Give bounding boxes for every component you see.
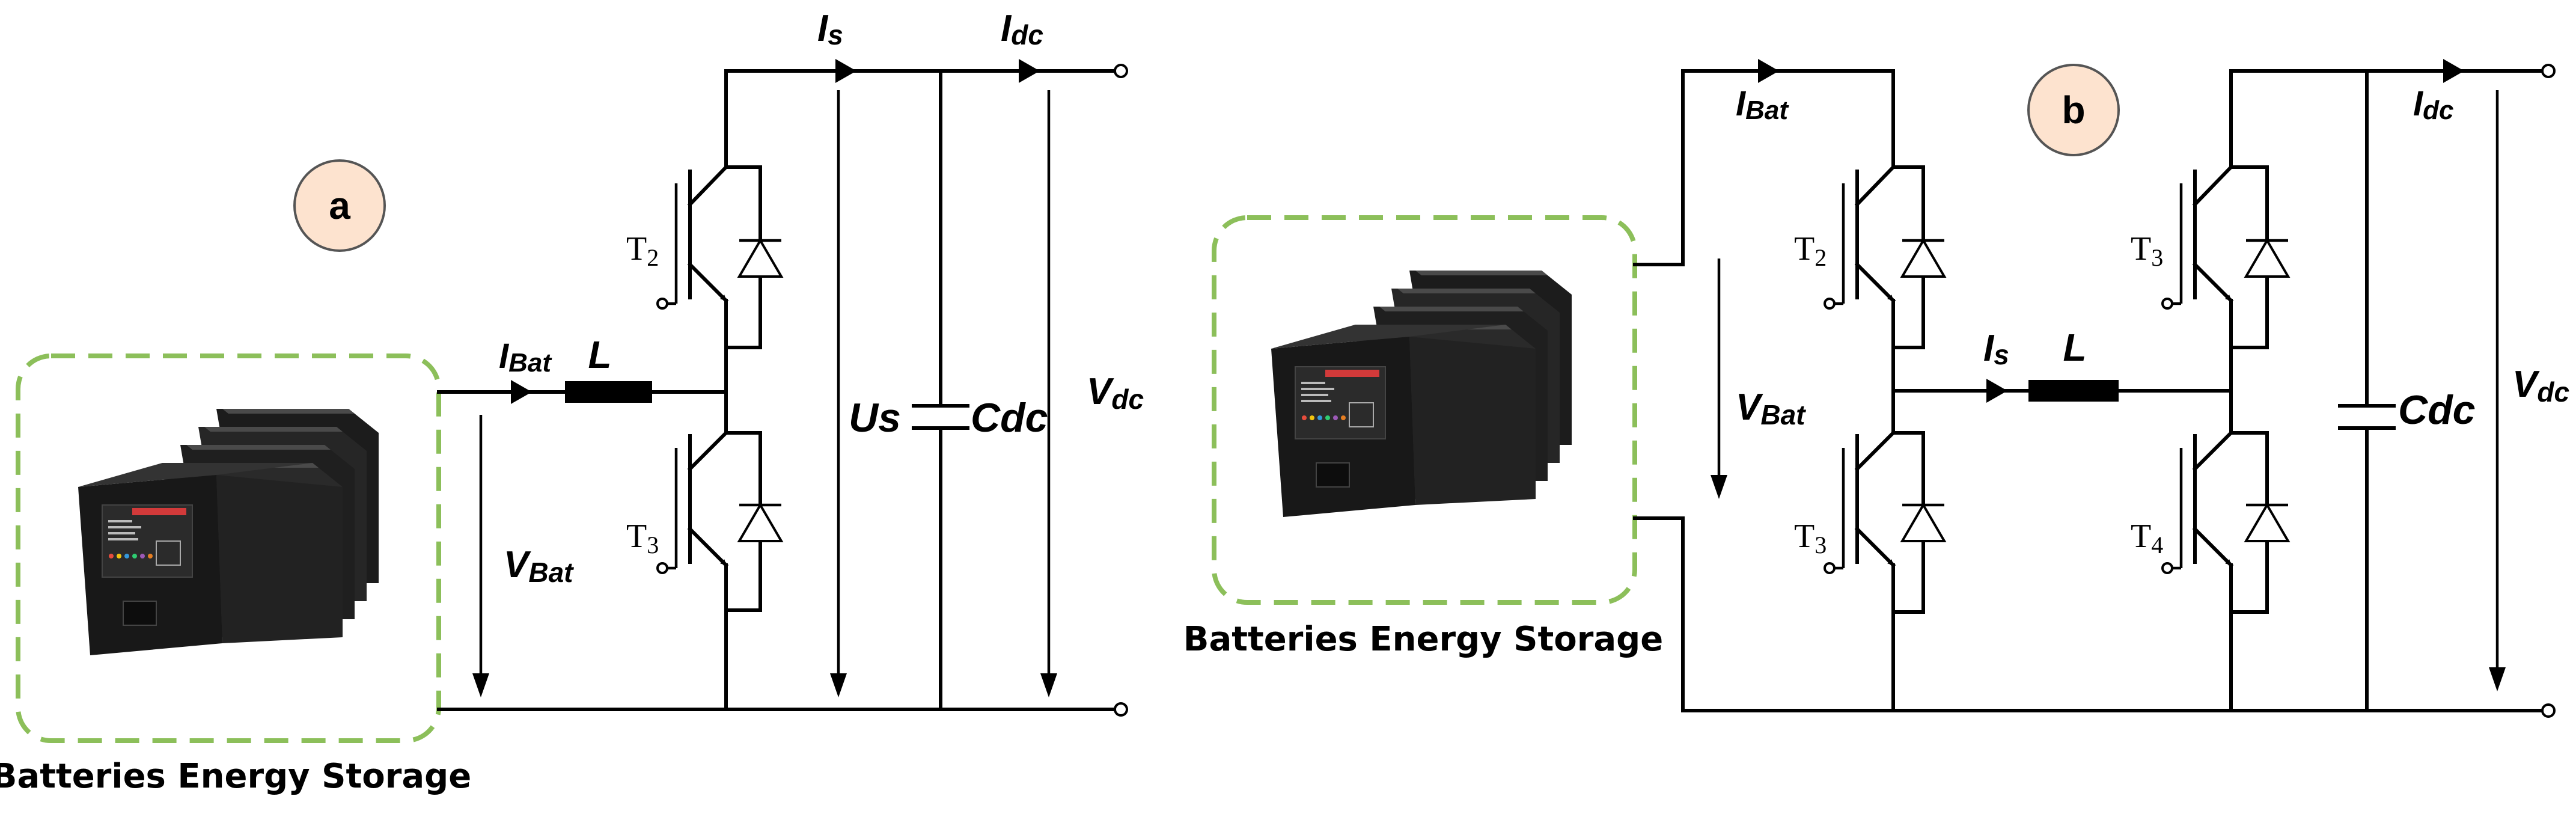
panel-a-diode-upper-icon xyxy=(737,238,784,289)
panel-b-ibat-label: IBat xyxy=(1736,84,1789,125)
panel-a-idc-label: Idc xyxy=(1001,8,1043,50)
panel-a-arrows xyxy=(472,59,1057,697)
panel-a-vbat-label: VBat xyxy=(504,544,574,588)
panel-b-caption: Batteries Energy Storage xyxy=(1183,620,1663,659)
panel-b-badge: b xyxy=(2027,64,2120,156)
panel-a-diode-lower-icon xyxy=(737,503,784,542)
panel-b-diode-left-lower-icon xyxy=(1900,503,1947,542)
panel-b: b Batteries Energy Storage xyxy=(1183,59,2569,718)
panel-b-inductor-icon xyxy=(2028,380,2119,402)
panel-b-igbt-left-upper-icon xyxy=(1824,164,1925,349)
panel-a-badge-label: a xyxy=(329,184,350,227)
panel-a-igbt-upper-icon xyxy=(656,164,762,349)
panel-b-arrows xyxy=(1711,59,2506,691)
panel-b-inductor-label: L xyxy=(2063,326,2086,369)
panel-a-ibat-label: IBat xyxy=(499,337,552,378)
panel-a-cdc-label: Cdc xyxy=(971,395,1048,441)
panel-a-t-lower-label: T3 xyxy=(626,518,659,558)
panel-b-bottom-terminal-icon xyxy=(2541,703,2556,718)
panel-a-bottom-terminal-icon xyxy=(1114,702,1128,717)
panel-a-inductor-icon xyxy=(565,381,652,403)
panel-a-badge: a xyxy=(293,159,386,252)
panel-b-igbt-left-lower-icon xyxy=(1824,430,1925,614)
panel-b-diode-left-upper-icon xyxy=(1900,238,1947,278)
panel-b-t-left-lower-label: T3 xyxy=(1794,518,1827,558)
panel-b-top-terminal-icon xyxy=(2541,64,2556,78)
panel-b-cdc-label: Cdc xyxy=(2398,387,2475,433)
panel-b-idc-label: Idc xyxy=(2413,84,2453,125)
panel-b-diode-right-upper-icon xyxy=(2244,238,2291,278)
panel-b-t-right-lower-label: T4 xyxy=(2131,518,2163,558)
panel-a-wires xyxy=(437,69,1117,711)
panel-a-inductor-label: L xyxy=(588,333,611,376)
panel-b-diode-right-lower-icon xyxy=(2244,503,2291,542)
panel-b-is-label: Is xyxy=(1983,328,2009,370)
panel-a-t-upper-label: T2 xyxy=(626,230,659,271)
panel-b-capacitor-icon xyxy=(2338,404,2396,430)
panel-a-vdc-label: Vdc xyxy=(1087,371,1144,415)
panel-a-is-label: Is xyxy=(817,8,843,50)
panel-b-vdc-label: Vdc xyxy=(2512,364,2569,408)
panel-b-igbt-right-upper-icon xyxy=(2161,164,2269,349)
panel-a-top-terminal-icon xyxy=(1114,64,1128,78)
panel-a-capacitor-icon xyxy=(912,404,969,430)
panel-b-vbat-label: VBat xyxy=(1736,387,1806,430)
panel-b-badge-label: b xyxy=(2062,88,2085,132)
panel-a: a Batteries Energy Storage xyxy=(0,8,1144,796)
panel-b-t-right-upper-label: T3 xyxy=(2131,230,2163,271)
panel-a-us-label: Us xyxy=(849,395,901,441)
panel-a-igbt-lower-icon xyxy=(656,430,762,612)
panel-b-wires xyxy=(1633,69,2544,712)
panel-b-igbt-right-lower-icon xyxy=(2161,430,2269,614)
panel-a-caption: Batteries Energy Storage xyxy=(0,757,471,796)
panel-b-t-left-upper-label: T2 xyxy=(1794,230,1827,271)
